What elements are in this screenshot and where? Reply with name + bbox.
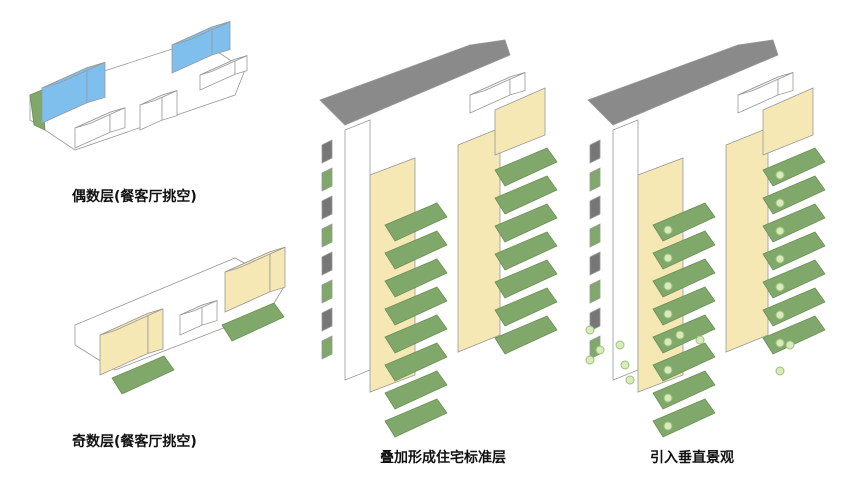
tree-icon — [585, 355, 595, 365]
green-balcony — [384, 342, 448, 382]
tree-icon — [663, 253, 673, 263]
green-balcony — [384, 202, 448, 242]
tree-icon — [775, 310, 785, 320]
side-edge — [589, 279, 601, 304]
green-terrace — [221, 302, 285, 342]
side-edge — [321, 279, 333, 304]
side-edge — [589, 251, 601, 276]
tree-icon — [775, 170, 785, 180]
side-edge — [589, 167, 601, 192]
green-balcony — [384, 314, 448, 354]
tree-icon — [663, 281, 673, 291]
room-box-top — [74, 107, 126, 129]
balcony — [29, 89, 46, 131]
yellow-column — [725, 127, 769, 353]
green-balcony — [494, 203, 558, 243]
tree-icon — [663, 337, 673, 347]
standard-floor-label: 叠加形成住宅标准层 — [380, 450, 506, 466]
tree-icon — [625, 375, 635, 385]
side-edge — [321, 167, 333, 192]
yellow-upper — [494, 87, 546, 156]
green-balcony — [384, 258, 448, 298]
tree-icon — [663, 309, 673, 319]
green-balcony — [494, 175, 558, 215]
green-balcony — [384, 286, 448, 326]
even-floor-plan — [29, 21, 248, 151]
tree-icon — [775, 282, 785, 292]
core-box-top — [179, 300, 218, 316]
side-edge — [321, 195, 333, 220]
standard-floor-tower — [319, 39, 558, 438]
odd-floor-label: 奇数层(餐客厅挑空) — [72, 434, 197, 450]
green-balcony — [384, 230, 448, 270]
odd-floor-plan — [74, 246, 286, 395]
roof-box-top — [469, 72, 526, 96]
side-edge — [321, 335, 333, 360]
side-edge — [321, 251, 333, 276]
blue-void-box-top — [41, 61, 106, 89]
even-floor-label: 偶数层(餐客厅挑空) — [72, 189, 197, 205]
tree-icon — [775, 254, 785, 264]
yellow-box-side — [269, 246, 286, 293]
tree-icon — [663, 225, 673, 235]
roof — [319, 39, 511, 126]
green-balcony — [494, 231, 558, 271]
tree-icon — [785, 340, 795, 350]
core-box-top — [139, 90, 178, 106]
side-edge — [589, 139, 601, 164]
tree-icon — [615, 340, 625, 350]
tree-icon — [595, 345, 605, 355]
roof-box-top — [737, 72, 794, 96]
tree-icon — [675, 330, 685, 340]
tree-icon — [663, 393, 673, 403]
tree-icon — [663, 365, 673, 375]
side-edge — [589, 195, 601, 220]
side-edge — [321, 139, 333, 164]
yellow-box-side — [147, 308, 164, 354]
green-terrace — [111, 355, 175, 395]
tree-icon — [775, 198, 785, 208]
white-column — [344, 119, 371, 381]
vertical-landscape-label: 引入垂直景观 — [650, 450, 734, 466]
tree-icon — [620, 360, 630, 370]
green-balcony — [384, 398, 448, 438]
side-edge — [589, 223, 601, 248]
side-edge — [321, 307, 333, 332]
green-balcony — [384, 370, 448, 410]
yellow-column — [457, 127, 501, 353]
tree-icon — [775, 226, 785, 236]
tree-icon — [585, 325, 595, 335]
side-edge — [321, 223, 333, 248]
yellow-box-top — [99, 308, 164, 336]
tree-icon — [775, 366, 785, 376]
roof — [587, 39, 779, 126]
tree-icon — [695, 335, 705, 345]
room-box-top — [199, 55, 248, 76]
side-edge — [589, 307, 601, 332]
tree-icon — [663, 421, 673, 431]
green-balcony — [494, 315, 558, 355]
yellow-upper — [762, 87, 814, 156]
tree-icon — [775, 338, 785, 348]
yellow-box-top — [224, 246, 286, 273]
green-balcony — [494, 287, 558, 327]
green-balcony — [494, 147, 558, 187]
white-column — [612, 119, 639, 381]
blue-void-box-top — [171, 21, 231, 46]
green-balcony — [494, 259, 558, 299]
vertical-landscape-tower — [585, 39, 826, 438]
